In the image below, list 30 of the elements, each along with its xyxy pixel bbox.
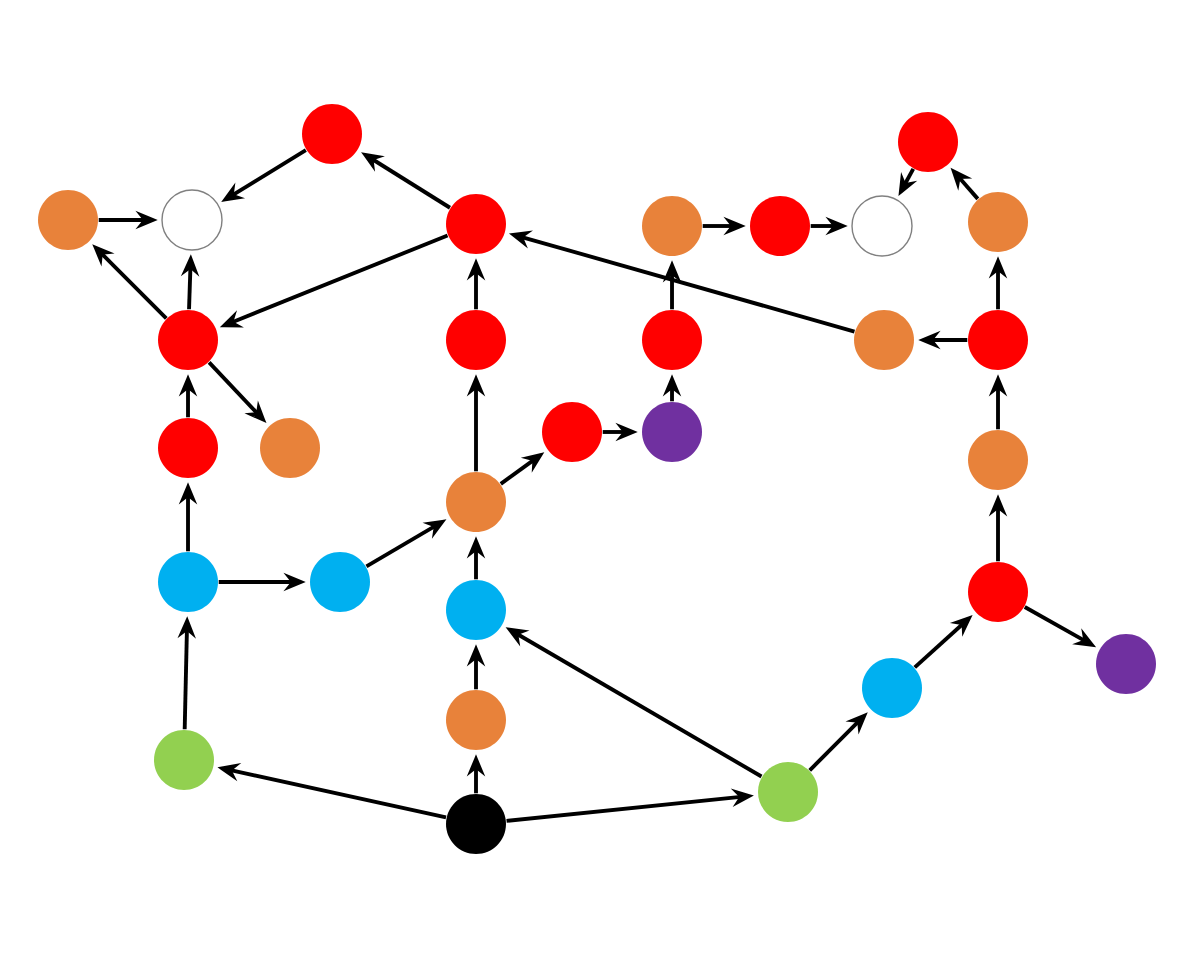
circle-node	[302, 104, 362, 164]
circle-node	[968, 430, 1028, 490]
circle-node	[158, 552, 218, 612]
circle-node	[446, 690, 506, 750]
circle-node	[154, 730, 214, 790]
circle-node	[642, 196, 702, 256]
circle-node	[542, 402, 602, 462]
circle-node	[310, 552, 370, 612]
circle-node	[854, 310, 914, 370]
circle-node	[446, 194, 506, 254]
circle-node	[968, 562, 1028, 622]
circle-node	[446, 580, 506, 640]
circle-node	[862, 658, 922, 718]
circle-node	[642, 402, 702, 462]
circle-node	[898, 112, 958, 172]
circle-node	[758, 762, 818, 822]
circle-node	[1096, 634, 1156, 694]
circle-node	[968, 192, 1028, 252]
circle-node	[158, 310, 218, 370]
circle-node	[851, 195, 913, 257]
circle-node	[446, 310, 506, 370]
circle-node	[968, 310, 1028, 370]
circle-node	[446, 472, 506, 532]
circle-node	[750, 196, 810, 256]
circle-node	[158, 418, 218, 478]
circle-node	[446, 794, 506, 854]
circle-node	[642, 310, 702, 370]
circle-node	[260, 418, 320, 478]
circle-node	[161, 189, 223, 251]
circle-node	[38, 190, 98, 250]
